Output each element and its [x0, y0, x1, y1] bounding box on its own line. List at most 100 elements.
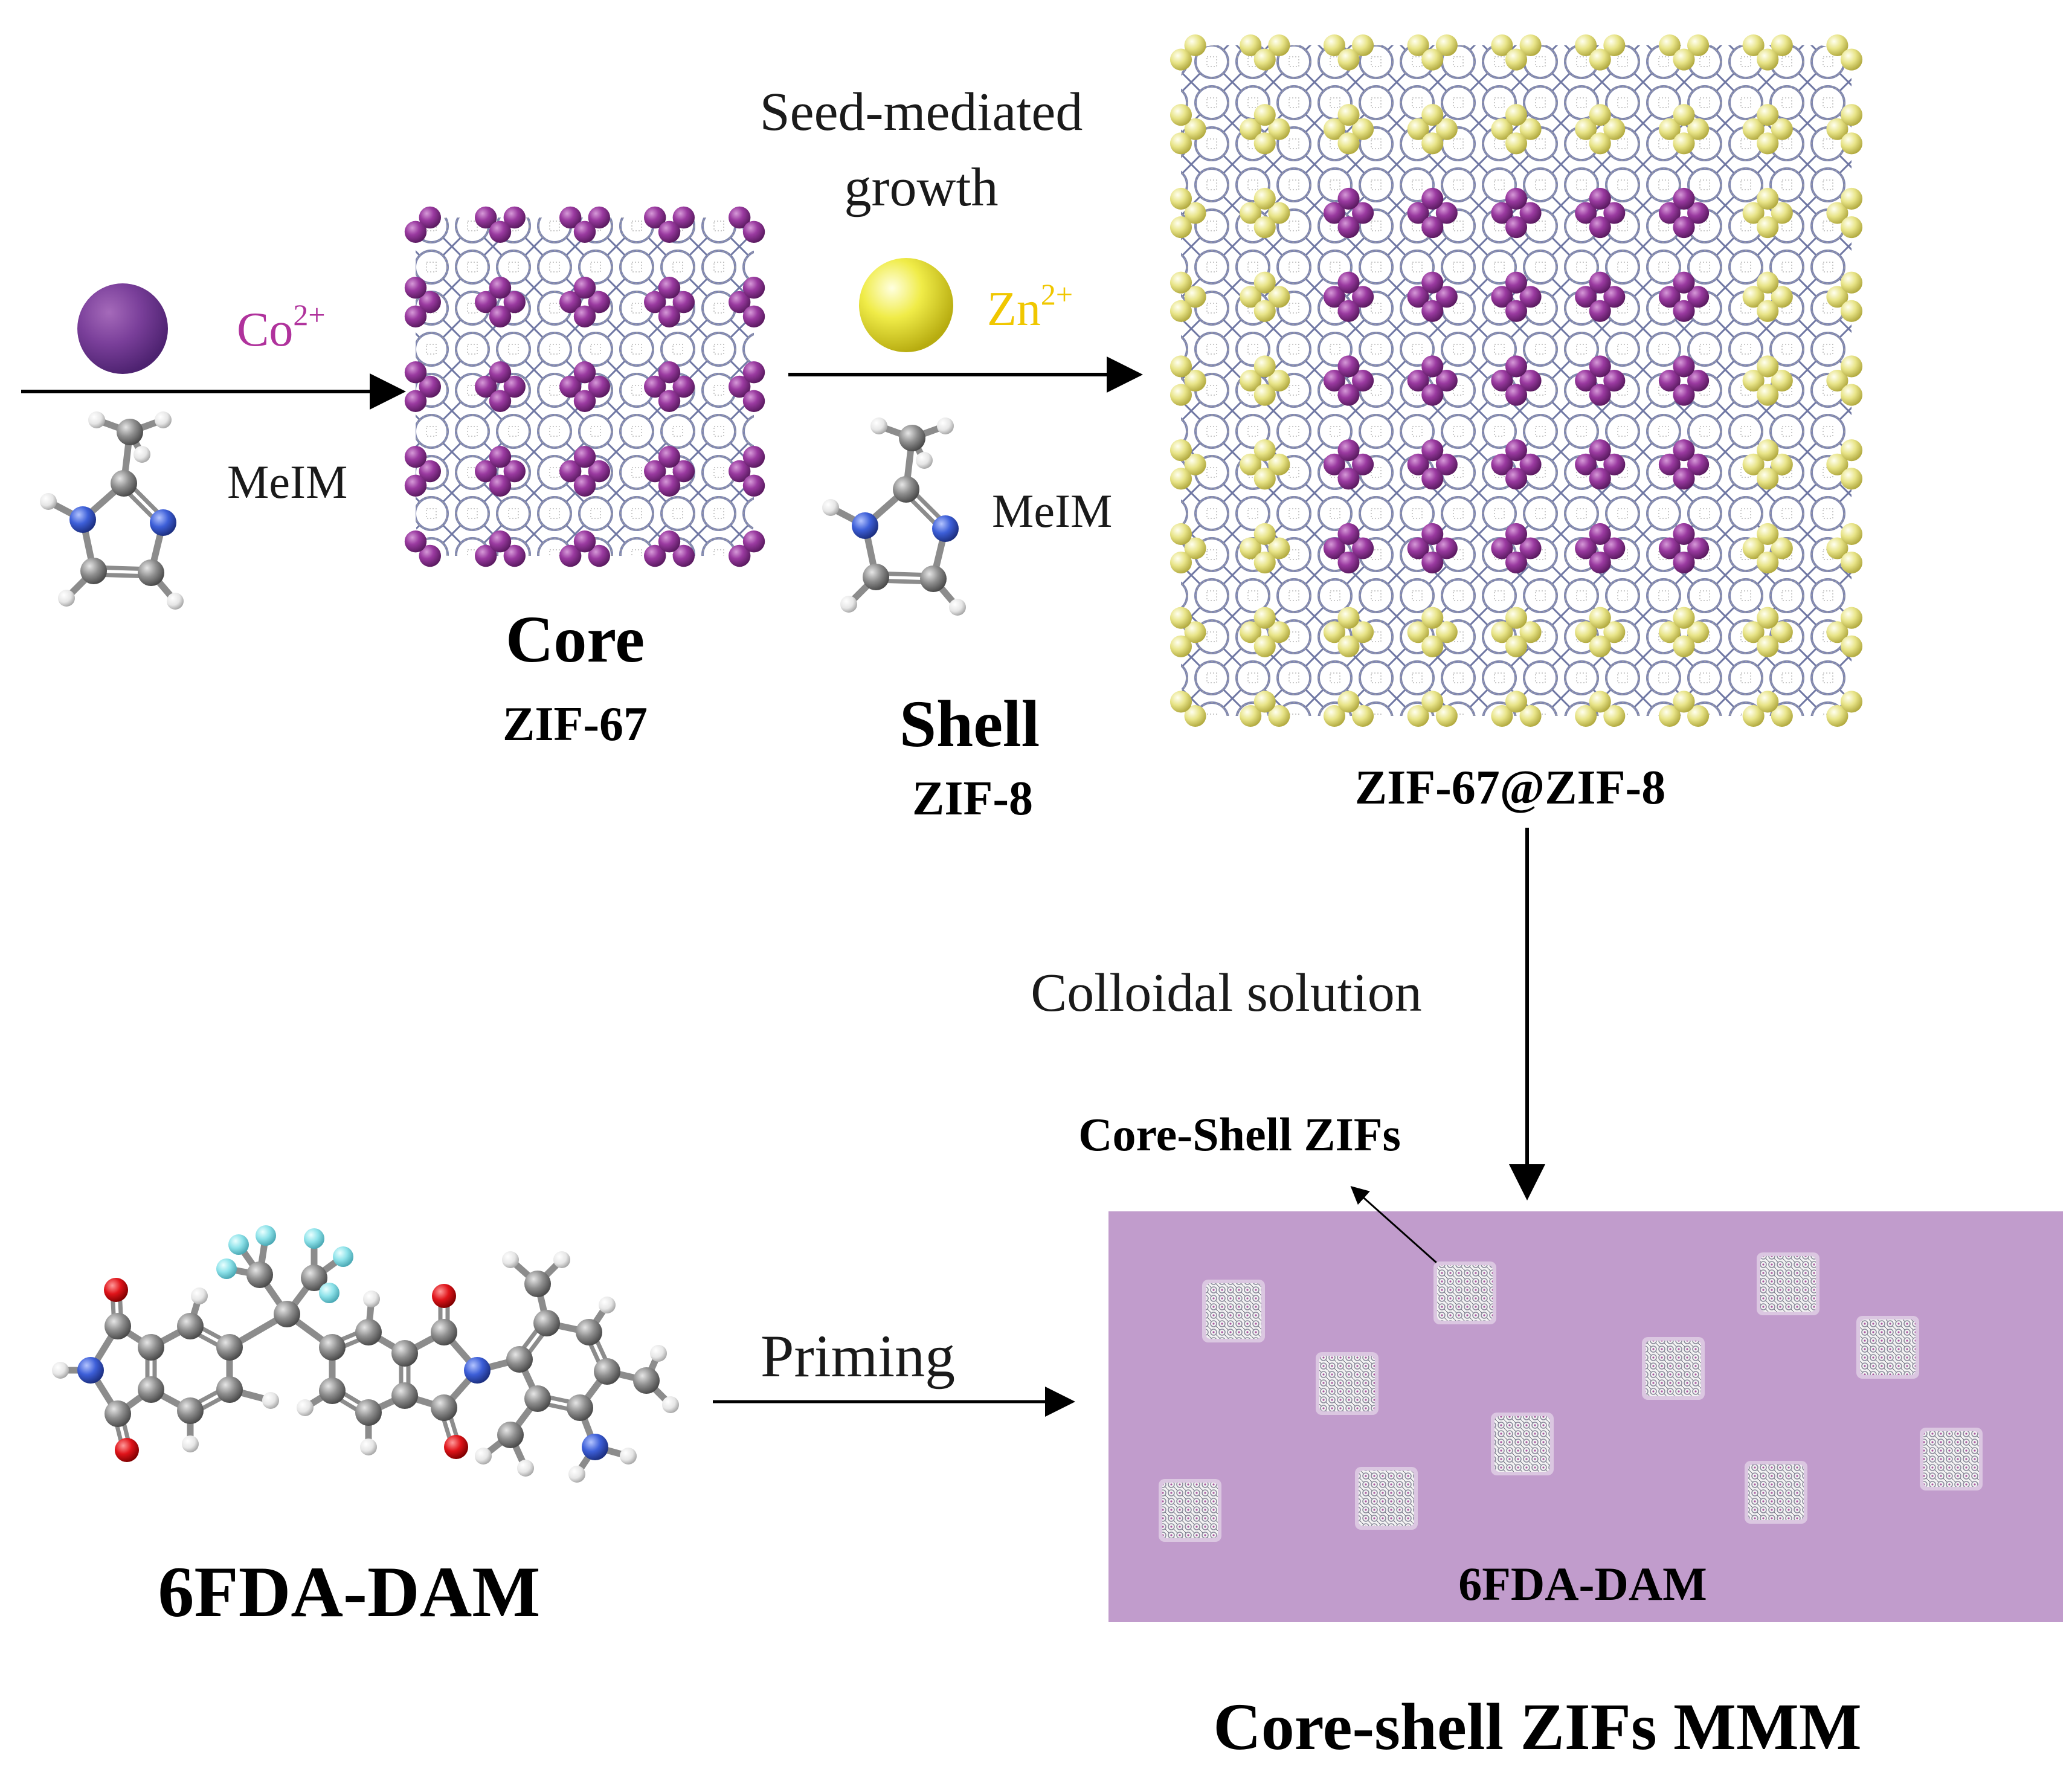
cobalt-node: [573, 474, 596, 497]
zif-particle: [1860, 1320, 1916, 1375]
oxygen-atom: [432, 1284, 456, 1308]
cobalt-node: [1687, 537, 1710, 559]
carbon-atom: [138, 1334, 164, 1361]
cobalt-node: [489, 361, 512, 384]
cobalt-node: [404, 221, 427, 243]
zinc-node: [1771, 453, 1793, 475]
zinc-ion-label: Zn2+: [987, 277, 1073, 336]
carbon-atom: [274, 1301, 300, 1327]
zinc-node: [1170, 132, 1192, 155]
fluorine-atom: [216, 1258, 237, 1279]
cobalt-node: [1491, 453, 1513, 475]
zinc-node: [1170, 468, 1192, 490]
zinc-node: [1840, 355, 1863, 378]
methylimidazole-molecule-2: [822, 417, 966, 616]
cobalt-node: [672, 460, 695, 483]
cobalt-node: [672, 206, 695, 229]
cobalt-node: [1337, 300, 1360, 322]
hydrogen-atom: [191, 1287, 208, 1304]
zinc-node: [1840, 132, 1863, 155]
cobalt-node: [559, 544, 582, 567]
cobalt-node: [658, 390, 681, 412]
carbon-atom: [567, 1394, 593, 1421]
shell-subtitle: ZIF-8: [912, 772, 1033, 825]
cobalt-node: [489, 221, 512, 243]
cobalt-node: [658, 530, 681, 553]
zinc-node: [1771, 202, 1793, 224]
cobalt-node: [475, 291, 497, 314]
zinc-node: [1742, 704, 1765, 727]
zinc-node: [1519, 621, 1542, 643]
zinc-node: [1253, 300, 1276, 322]
cobalt-node: [1323, 537, 1345, 559]
zif-particle: [1359, 1471, 1414, 1526]
cobalt-node: [489, 530, 512, 553]
cobalt-node: [1603, 537, 1626, 559]
ligand-label-2: MeIM: [992, 485, 1112, 537]
zinc-node: [1757, 607, 1779, 629]
cobalt-node: [419, 544, 441, 567]
cobalt-node: [404, 361, 427, 384]
carbon-atom: [863, 564, 889, 590]
zinc-node: [1757, 635, 1779, 657]
zinc-node: [1253, 635, 1276, 657]
zinc-node: [1491, 704, 1513, 727]
cobalt-node: [1687, 202, 1710, 224]
zinc-node: [1840, 216, 1863, 239]
zinc-node: [1687, 34, 1710, 57]
cobalt-node: [1519, 286, 1542, 308]
cobalt-node: [1519, 369, 1542, 392]
cobalt-node: [1658, 369, 1681, 392]
cobalt-node: [588, 460, 610, 483]
oxygen-atom: [115, 1438, 139, 1462]
zinc-node: [1840, 468, 1863, 490]
zinc-node: [1337, 691, 1360, 713]
carbon-atom: [216, 1376, 243, 1403]
cobalt-node: [1505, 384, 1528, 406]
cobalt-node: [1352, 453, 1374, 475]
cobalt-node: [573, 305, 596, 327]
zinc-node: [1742, 118, 1765, 140]
cobalt-node: [503, 375, 526, 398]
cobalt-node: [1352, 286, 1374, 308]
zinc-node: [1337, 132, 1360, 155]
carbon-atom: [319, 1378, 346, 1404]
cobalt-node: [658, 221, 681, 243]
nitrogen-atom: [582, 1434, 608, 1460]
cobalt-node: [1519, 202, 1542, 224]
zinc-node: [1687, 704, 1710, 727]
zinc-node: [1170, 691, 1192, 713]
zinc-node: [1826, 369, 1848, 392]
cobalt-node: [404, 530, 427, 553]
cobalt-node: [1687, 369, 1710, 392]
cobalt-node: [419, 460, 441, 483]
cobalt-node: [1673, 468, 1695, 490]
zinc-node: [1253, 439, 1276, 462]
cobalt-node: [1589, 355, 1611, 378]
zinc-node: [1435, 118, 1458, 140]
zinc-node: [1826, 453, 1848, 475]
carbon-atom: [524, 1385, 551, 1412]
cobalt-node: [475, 544, 497, 567]
zinc-node: [1840, 552, 1863, 574]
cobalt-node: [672, 375, 695, 398]
cobalt-node: [1491, 369, 1513, 392]
cobalt-node: [742, 530, 765, 553]
cobalt-node: [1491, 537, 1513, 559]
hydrogen-atom: [662, 1396, 679, 1413]
cobalt-node: [1337, 439, 1360, 462]
zinc-node: [1505, 635, 1528, 657]
zinc-node: [1505, 691, 1528, 713]
zinc-node: [1673, 635, 1695, 657]
zinc-node: [1840, 104, 1863, 126]
zinc-node: [1742, 286, 1765, 308]
zinc-node: [1253, 607, 1276, 629]
carbon-atom: [105, 1313, 131, 1339]
cobalt-node: [742, 446, 765, 468]
hydrogen-atom: [502, 1251, 519, 1268]
zinc-node: [1826, 118, 1848, 140]
zinc-node: [1240, 453, 1262, 475]
zinc-node: [1840, 523, 1863, 545]
hydrogen-atom: [88, 411, 105, 428]
